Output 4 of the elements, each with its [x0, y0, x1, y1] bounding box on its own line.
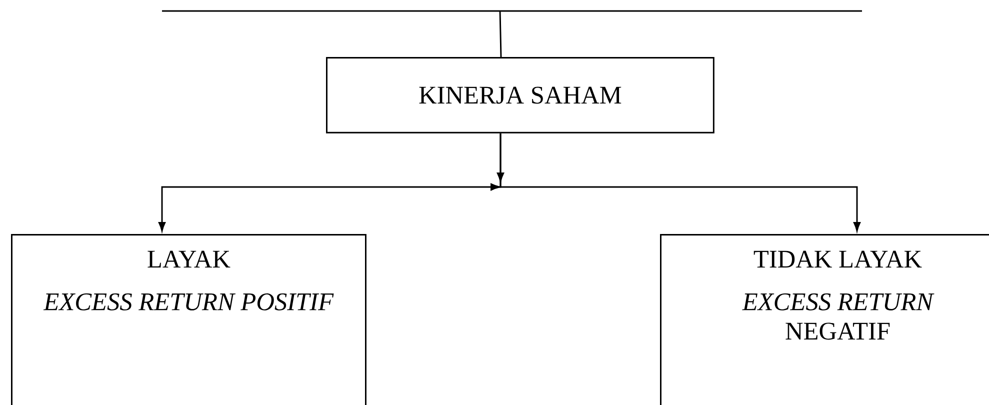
- process-box: LAYAK EXCESS RETURN POSITIF: [11, 234, 366, 405]
- process-box: TIDAK LAYAK EXCESS RETURN NEGATIF: [660, 234, 989, 405]
- process-box: KINERJA SAHAM: [326, 57, 714, 134]
- arrow: [490, 133, 861, 232]
